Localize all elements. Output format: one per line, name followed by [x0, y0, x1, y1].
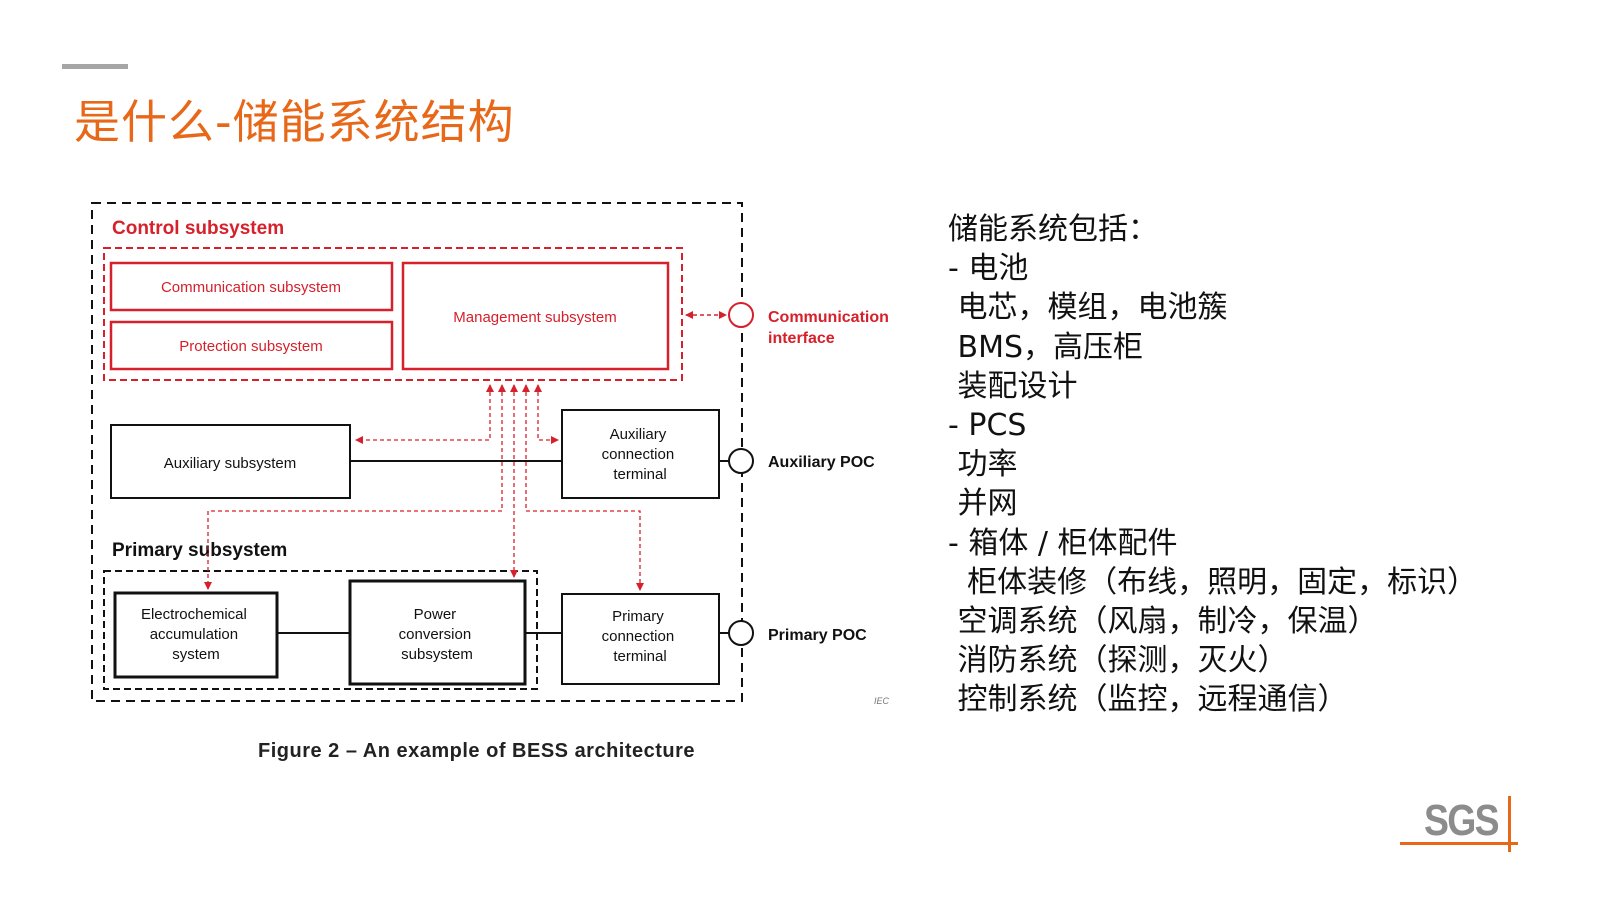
control-link-electrochemical: [204, 384, 506, 590]
primary-subsystem-title: Primary subsystem: [112, 540, 287, 561]
notes-line: 电芯，模组，电池簇: [948, 290, 1228, 326]
iec-watermark: IEC: [874, 696, 890, 706]
primary-connection-terminal-label: Primary connection terminal: [602, 608, 679, 665]
notes-line: 消防系统（探测，灭火）: [948, 643, 1288, 679]
title-accent-bar: [62, 64, 128, 69]
communication-interface-port: [728, 302, 754, 328]
primary-poc-label: Primary POC: [768, 627, 867, 644]
control-link-primary-terminal: [522, 384, 644, 591]
sgs-logo-line: [1400, 842, 1518, 845]
management-subsystem-label: Management subsystem: [453, 309, 616, 326]
auxiliary-poc-port: [728, 448, 754, 474]
management-subsystem-box: [401, 261, 670, 371]
auxiliary-poc-label: Auxiliary POC: [768, 454, 875, 471]
primary-poc-port: [728, 620, 754, 646]
slide-title: 是什么-储能系统结构: [74, 95, 515, 149]
notes-line: 装配设计: [948, 368, 1078, 404]
notes-line: 并网: [948, 486, 1018, 522]
notes-line: - PCS: [948, 407, 1027, 443]
auxiliary-subsystem-label: Auxiliary subsystem: [164, 455, 297, 472]
control-links: [204, 384, 644, 591]
notes-line: 柜体装修（布线，照明，固定，标识）: [948, 564, 1478, 600]
notes-line: 功率: [948, 447, 1018, 483]
protection-subsystem-label: Protection subsystem: [179, 338, 322, 355]
communication-subsystem-box: [109, 261, 394, 312]
sgs-logo-line: [1508, 796, 1511, 852]
control-link-auxiliary-subsystem: [355, 384, 494, 444]
power-conversion-subsystem-label: Power conversion subsystem: [399, 606, 476, 663]
notes-list: 储能系统包括： - 电池 电芯，模组，电池簇 BMS，高压柜 装配设计 - PC…: [948, 210, 1477, 719]
control-subsystem-title: Control subsystem: [112, 218, 284, 239]
protection-subsystem-box: [109, 320, 394, 371]
auxiliary-connection-terminal-label: Auxiliary connection terminal: [602, 426, 679, 483]
notes-line: 控制系统（监控，远程通信）: [948, 682, 1348, 718]
notes-line: 空调系统（风扇，制冷，保温）: [948, 603, 1378, 639]
electrochemical-system-label: Electrochemical accumulation system: [141, 606, 251, 663]
sgs-logo-text: SGS: [1424, 796, 1500, 845]
electrochemical-system-box: [113, 591, 279, 679]
sgs-logo: SGS: [1400, 790, 1530, 860]
notes-line: BMS，高压柜: [948, 329, 1144, 365]
primary-connection-terminal-box: [561, 593, 720, 685]
communication-subsystem-label: Communication subsystem: [161, 279, 341, 296]
figure-caption: Figure 2 – An example of BESS architectu…: [258, 740, 696, 762]
control-link-auxiliary-terminal: [534, 384, 559, 444]
notes-line: - 箱体 / 柜体配件: [948, 525, 1178, 561]
notes-line: 储能系统包括：: [948, 212, 1158, 247]
communication-interface-label: Communication interface: [768, 309, 893, 347]
notes-line: - 电池: [948, 251, 1029, 287]
bess-boundary: [91, 202, 743, 702]
control-subsystem-boundary: [103, 247, 683, 381]
